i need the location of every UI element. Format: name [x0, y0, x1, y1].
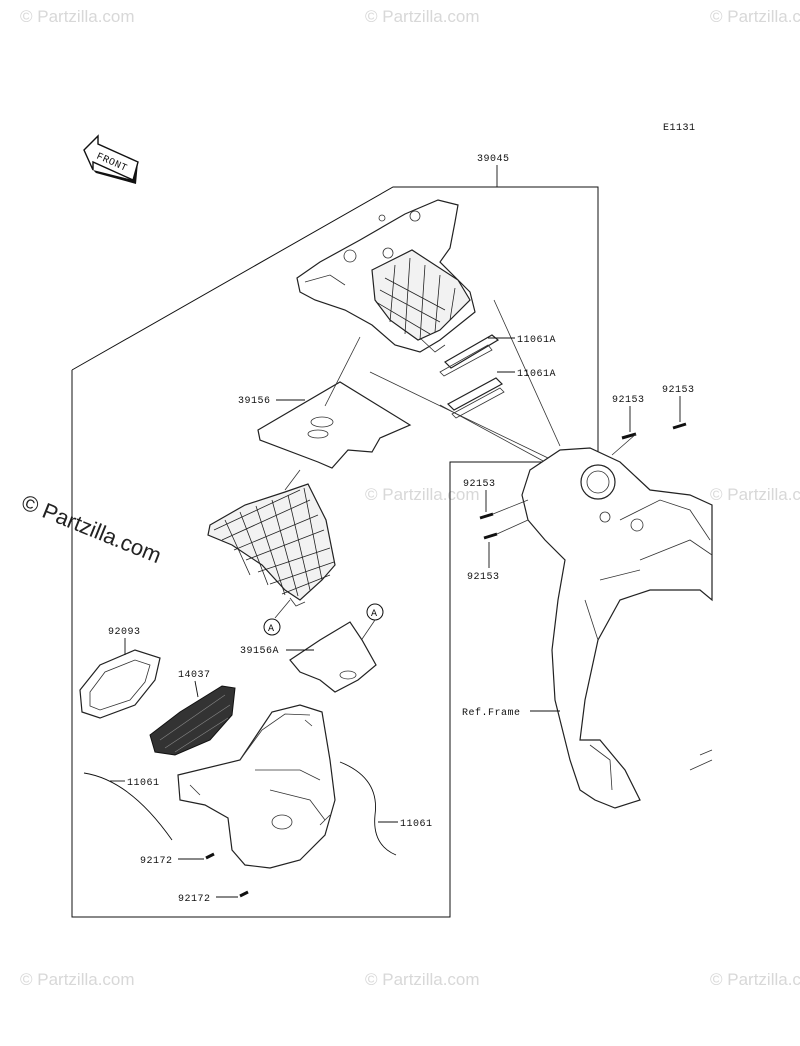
watermark-text: © Partzilla.com: [710, 485, 800, 504]
projection-lines: [369, 299, 561, 463]
screen-14037: [149, 685, 236, 756]
part-label-11061-left: 11061: [127, 778, 160, 789]
bolt-92153-d: [483, 532, 498, 540]
part-label-92153-b: 92153: [662, 385, 695, 396]
assembly-outline: [71, 186, 599, 918]
part-label-11061a-top: 11061A: [517, 335, 556, 346]
part-label-14037: 14037: [178, 670, 211, 681]
marker-label: A: [268, 624, 275, 635]
diagram-code: E1131: [663, 123, 696, 134]
cover-92093: [79, 649, 161, 719]
watermark-text: © Partzilla.com: [20, 7, 135, 26]
part-label-92172-a: 92172: [140, 856, 173, 867]
watermark-text: © Partzilla.com: [710, 970, 800, 989]
projection-lines: [492, 433, 637, 535]
part-label-39156a: 39156A: [240, 646, 279, 657]
part-label-11061a-bottom: 11061A: [517, 369, 556, 380]
upper-air-duct: [296, 199, 476, 353]
projection-line: [324, 336, 361, 407]
bolt-92153-b: [672, 422, 687, 430]
seal-11061a-upper: [439, 334, 500, 377]
marker-a-right: A: [366, 603, 384, 621]
watermark-main: © Partzilla.com: [18, 489, 165, 568]
projection-line: [274, 599, 291, 619]
marker-label: A: [371, 609, 378, 620]
part-label-39156: 39156: [238, 396, 271, 407]
lower-duct-housing: [177, 704, 336, 869]
bolt-92153-c: [479, 512, 494, 520]
part-label-92153-d: 92153: [467, 572, 500, 583]
mesh-grille-duct: [207, 483, 336, 607]
cord-11061-right: [339, 761, 397, 856]
screw-92172-a: [205, 852, 215, 860]
part-label-92153-a: 92153: [612, 395, 645, 406]
gasket-39156a: [289, 621, 377, 693]
front-arrow-icon: FRONT: [83, 134, 139, 184]
watermark-text: © Partzilla.com: [20, 970, 135, 989]
part-label-92093: 92093: [108, 627, 141, 638]
projection-line: [284, 469, 301, 491]
watermark-text: © Partzilla.com: [365, 485, 480, 504]
ref-frame-label: Ref.Frame: [462, 707, 521, 719]
part-label-39045: 39045: [477, 154, 510, 165]
motorcycle-frame: [521, 447, 713, 809]
gasket-39156: [257, 381, 412, 469]
cord-11061-left: [83, 772, 173, 841]
bolt-92153-a: [621, 432, 637, 440]
watermark-text: © Partzilla.com: [710, 7, 800, 26]
part-label-11061-right: 11061: [400, 819, 433, 830]
leader-line: [194, 680, 199, 698]
marker-a-left: A: [263, 618, 281, 636]
part-label-92172-b: 92172: [178, 894, 211, 905]
part-label-92153-c: 92153: [463, 479, 496, 490]
watermark-text: © Partzilla.com: [365, 970, 480, 989]
watermark-text: © Partzilla.com: [365, 7, 480, 26]
seal-11061a-lower: [447, 377, 505, 419]
screw-92172-b: [239, 890, 249, 898]
